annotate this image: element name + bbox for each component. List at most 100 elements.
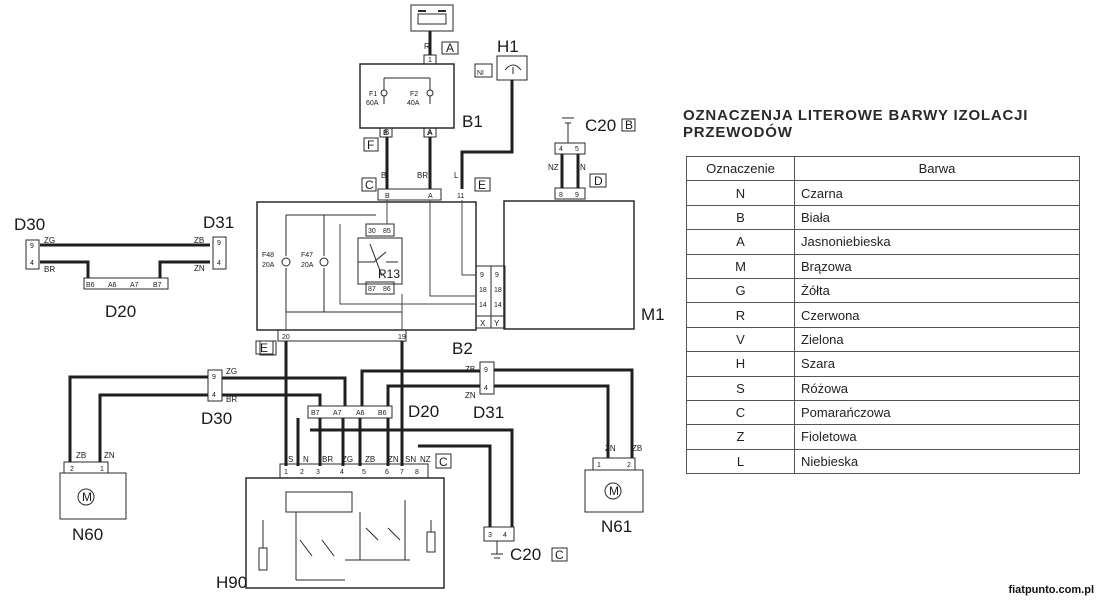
- wire-zb-mid: ZB: [465, 365, 475, 374]
- legend-code: R: [686, 302, 795, 328]
- pin-b2-a: A: [428, 193, 433, 200]
- label-d20-mid: D20: [408, 402, 439, 421]
- pin-h90-5: 5: [362, 469, 366, 476]
- legend-color: Jasnoniebieska: [794, 229, 1080, 255]
- label-c20-top: C20: [585, 116, 616, 135]
- pin-h90-7: 7: [400, 469, 404, 476]
- legend-code: C: [686, 399, 795, 426]
- legend-color: Brązowa: [794, 253, 1080, 279]
- relay-r13: [357, 237, 403, 285]
- label-r13: R13: [378, 267, 400, 281]
- code-e-b2: E: [478, 178, 486, 192]
- legend-color: Niebieska: [794, 448, 1080, 475]
- legend-color: Biała: [794, 204, 1080, 231]
- fuse-box-b2: [256, 201, 477, 331]
- code-ni: NI: [477, 70, 484, 77]
- legend-code: N: [686, 180, 795, 206]
- pin-d20l-b6: B6: [86, 282, 95, 289]
- fuse-f48-name: F48: [262, 252, 274, 259]
- pin-b2-20: 20: [282, 334, 290, 341]
- pin-m1-9: 9: [575, 192, 579, 199]
- pin-n60-1: 1: [100, 466, 104, 473]
- fuse-f47-rating: 20A: [301, 262, 314, 269]
- pin-d31m-9: 9: [484, 367, 488, 374]
- fuse-f2-name: F2: [410, 91, 418, 98]
- battery-symbol: [410, 4, 454, 32]
- legend-title-line2: PRZEWODÓW: [683, 124, 793, 141]
- code-c-b2: C: [365, 178, 374, 192]
- code-c-h90: C: [439, 455, 448, 469]
- label-b2: B2: [452, 339, 473, 358]
- pin-d30l-4: 4: [30, 260, 34, 267]
- pin-d20m-b6: B6: [378, 410, 387, 417]
- pin-b2-19: 19: [398, 334, 406, 341]
- legend-color: Żółta: [794, 277, 1080, 304]
- code-y: Y: [494, 319, 500, 328]
- pin-n61-2: 2: [627, 462, 631, 469]
- label-h1: H1: [497, 37, 519, 56]
- pin-h90-1: 1: [284, 469, 288, 476]
- pin-d30m-9: 9: [212, 374, 216, 381]
- motor-n61-symbol: M: [609, 484, 619, 498]
- pin-d20l-a7: A7: [130, 282, 139, 289]
- wire-h90-br: BR: [322, 455, 333, 464]
- wire-l-h1: L: [454, 171, 459, 180]
- code-x: X: [480, 319, 486, 328]
- pin-b2-18a: 18: [479, 287, 487, 294]
- legend-code: M: [686, 253, 795, 279]
- legend-title-line1: OZNACZENJA LITEROWE BARWY IZOLACJI: [683, 107, 1029, 124]
- wire-nz-c20: NZ: [548, 163, 559, 172]
- pin-b2-9a: 9: [480, 272, 484, 279]
- switch-h90: [245, 477, 445, 589]
- label-d30-left: D30: [14, 215, 45, 234]
- legend-header-row: Oznaczenie Barwa: [686, 155, 1080, 182]
- pin-d20m-a6: A6: [356, 410, 365, 417]
- pin-d30m-4: 4: [212, 392, 216, 399]
- wire-h90-s: S: [288, 455, 293, 464]
- pin-d30l-9: 9: [30, 243, 34, 250]
- pin-h90-8: 8: [415, 469, 419, 476]
- legend-code: Z: [686, 424, 795, 450]
- pin-h90-3: 3: [316, 469, 320, 476]
- wire-zg-mid: ZG: [226, 367, 237, 376]
- pin-h90-6: 6: [385, 469, 389, 476]
- wire-r-battery: R: [424, 42, 430, 51]
- module-m1: [503, 200, 635, 330]
- pin-d31l-4: 4: [217, 260, 221, 267]
- label-m1: M1: [641, 305, 665, 324]
- motor-n61: [584, 469, 644, 513]
- legend-color: Fioletowa: [794, 424, 1080, 450]
- label-d30-mid: D30: [201, 409, 232, 428]
- legend-header-color: Barwa: [794, 155, 1080, 182]
- pin-b2-11: 11: [457, 193, 464, 200]
- wire-h90-zb: ZB: [365, 455, 375, 464]
- pin-c20b-4: 4: [503, 532, 507, 539]
- label-h90: H90: [216, 573, 247, 592]
- wire-a-b1: A: [427, 128, 433, 137]
- pin-b2-14b: 14: [494, 302, 502, 309]
- label-c20-bottom: C20: [510, 545, 541, 564]
- legend-color: Czarna: [794, 180, 1080, 206]
- pin-b1-top: 1: [428, 57, 432, 64]
- wire-zn-n61: ZN: [605, 444, 616, 453]
- label-n60: N60: [72, 525, 103, 544]
- pin-b2-18b: 18: [494, 287, 502, 294]
- pin-n61-1: 1: [597, 462, 601, 469]
- pin-c20b-3: 3: [488, 532, 492, 539]
- legend-color: Różowa: [794, 375, 1080, 401]
- code-d-m1: D: [594, 174, 603, 188]
- wire-br-mid: BR: [226, 395, 237, 404]
- wire-zb-left: ZB: [194, 236, 204, 245]
- pin-n60-2: 2: [70, 466, 74, 473]
- source-watermark: fiatpunto.com.pl: [1008, 584, 1094, 596]
- pin-h90-2: 2: [300, 469, 304, 476]
- legend-header-code: Oznaczenie: [686, 155, 795, 182]
- wire-zb-n61: ZB: [632, 444, 642, 453]
- wire-h90-zg: ZG: [342, 455, 353, 464]
- legend-code: G: [686, 277, 795, 304]
- fuse-f1-name: F1: [369, 91, 377, 98]
